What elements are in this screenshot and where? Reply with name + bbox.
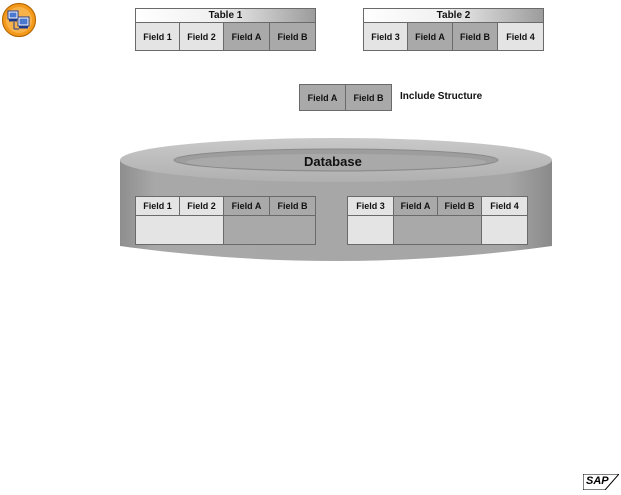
db-table-1-body-right (223, 215, 316, 245)
table-1-title: Table 1 (135, 8, 316, 23)
table-2: Table 2 Field 3 Field A Field B Field 4 (363, 8, 544, 51)
table-1-field-1: Field 1 (135, 22, 180, 51)
include-field-b: Field B (345, 84, 392, 111)
table-2-title: Table 2 (363, 8, 544, 23)
table-2-field-3: Field 3 (363, 22, 408, 51)
db-table-2-field-b: Field B (437, 196, 482, 216)
table-1-field-b: Field B (269, 22, 316, 51)
table-1: Table 1 Field 1 Field 2 Field A Field B (135, 8, 316, 51)
db-table-1-field-b: Field B (269, 196, 316, 216)
table-2-field-4: Field 4 (497, 22, 544, 51)
include-structure: Field A Field B (299, 84, 392, 111)
computer-network-icon (0, 2, 38, 38)
include-structure-label: Include Structure (400, 91, 483, 102)
sap-logo-text: SAP (586, 475, 609, 487)
db-table-1-body-left (135, 215, 224, 245)
table-2-field-a: Field A (407, 22, 453, 51)
db-table-2-field-3: Field 3 (347, 196, 394, 216)
table-1-field-a: Field A (223, 22, 270, 51)
db-table-1-field-a: Field A (223, 196, 270, 216)
sap-logo: SAP (582, 473, 621, 491)
db-table-2-body-left (347, 215, 394, 245)
db-table-2-field-a: Field A (393, 196, 438, 216)
table-1-field-2: Field 2 (179, 22, 224, 51)
db-table-2-body-right (481, 215, 528, 245)
database-table-1: Field 1 Field 2 Field A Field B (135, 196, 316, 245)
db-table-1-field-2: Field 2 (179, 196, 224, 216)
table-2-field-b: Field B (452, 22, 498, 51)
database-table-2: Field 3 Field A Field B Field 4 (347, 196, 528, 245)
db-table-2-body-middle (393, 215, 482, 245)
db-table-2-field-4: Field 4 (481, 196, 528, 216)
database-label: Database (304, 154, 362, 169)
include-field-a: Field A (299, 84, 346, 111)
db-table-1-field-1: Field 1 (135, 196, 180, 216)
